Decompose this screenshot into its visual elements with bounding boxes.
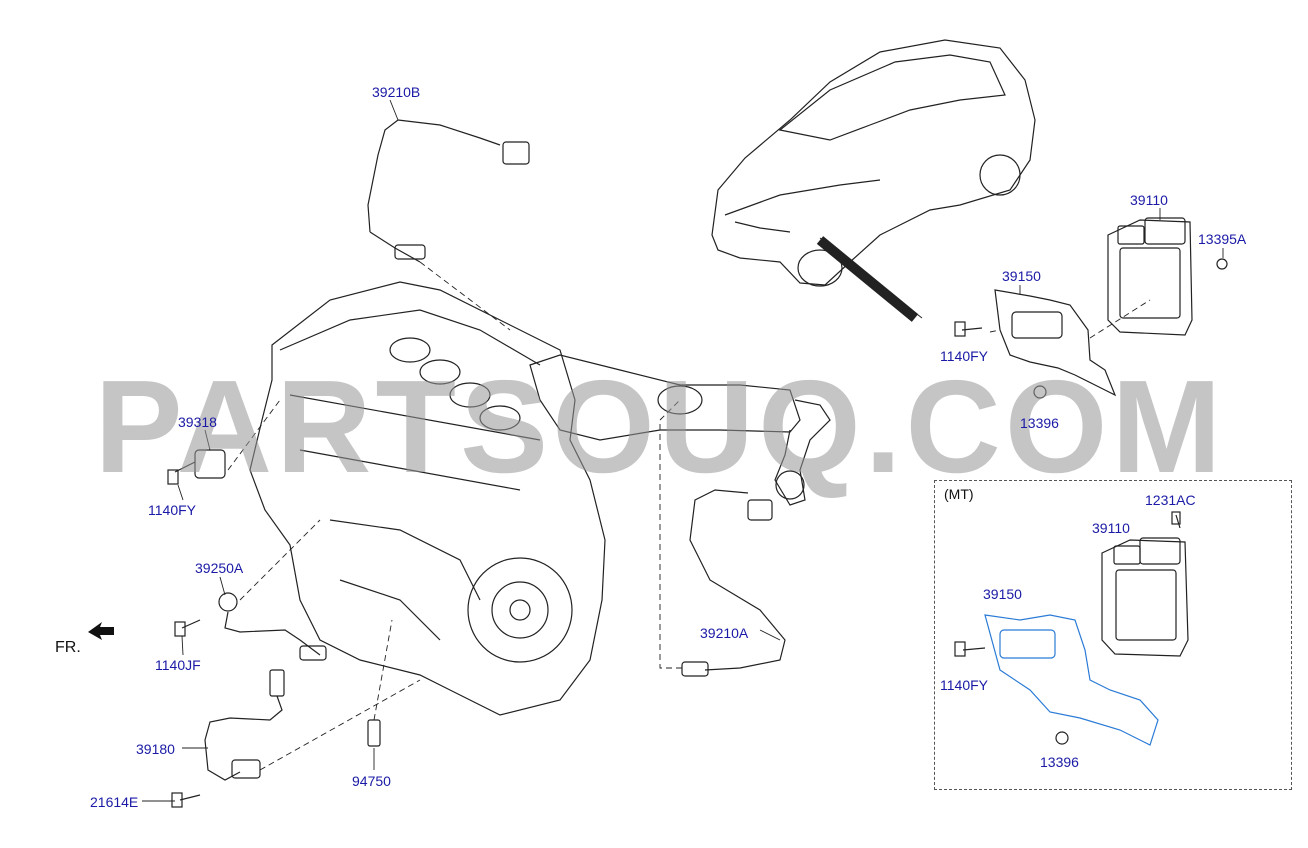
mt-small-parts [954,641,1069,745]
mt-variant-box [934,480,1292,790]
mt-box-label: (MT) [944,486,974,502]
mt-ecu-module[interactable] [1101,511,1189,657]
part-label-1140jf[interactable]: 1140JF [155,657,201,673]
part-label-39210b[interactable]: 39210B [372,84,421,100]
part-label-13396[interactable]: 13396 [1020,415,1059,431]
part-label-39250a[interactable]: 39250A [195,560,244,576]
part-label-1140fy-mt[interactable]: 1140FY [940,677,988,693]
part-label-39318[interactable]: 39318 [178,414,217,430]
part-label-39110[interactable]: 39110 [1130,192,1168,208]
part-label-1140fy-engine[interactable]: 1140FY [148,502,196,518]
part-label-21614e[interactable]: 21614E [90,794,139,810]
front-direction-label: FR. [55,639,81,656]
oxygen-sensor-39210a[interactable] [681,489,786,677]
ecu-module[interactable] [1107,217,1228,336]
mt-ecu-bracket[interactable] [984,614,1159,746]
part-label-39150-mt[interactable]: 39150 [983,586,1022,602]
part-label-1140fy-ecu[interactable]: 1140FY [940,348,988,364]
leader-lines [142,99,1224,802]
part-label-94750[interactable]: 94750 [352,773,391,789]
part-label-13396-mt[interactable]: 13396 [1040,754,1079,770]
oxygen-sensor-39210b[interactable] [367,119,530,263]
vehicle-illustration [711,39,1036,322]
dash-lines [227,261,1151,771]
part-label-39110-mt[interactable]: 39110 [1092,520,1130,536]
part-label-39210a[interactable]: 39210A [700,625,749,641]
ecu-bracket[interactable] [994,289,1117,397]
front-direction-arrow [88,622,114,640]
part-label-39150[interactable]: 39150 [1002,268,1041,284]
part-label-1231ac[interactable]: 1231AC [1145,492,1196,508]
part-label-39180[interactable]: 39180 [136,741,175,757]
part-label-13395a[interactable]: 13395A [1198,231,1247,247]
exhaust-manifold [529,354,831,506]
engine-block [249,281,606,716]
small-parts [167,237,1047,808]
